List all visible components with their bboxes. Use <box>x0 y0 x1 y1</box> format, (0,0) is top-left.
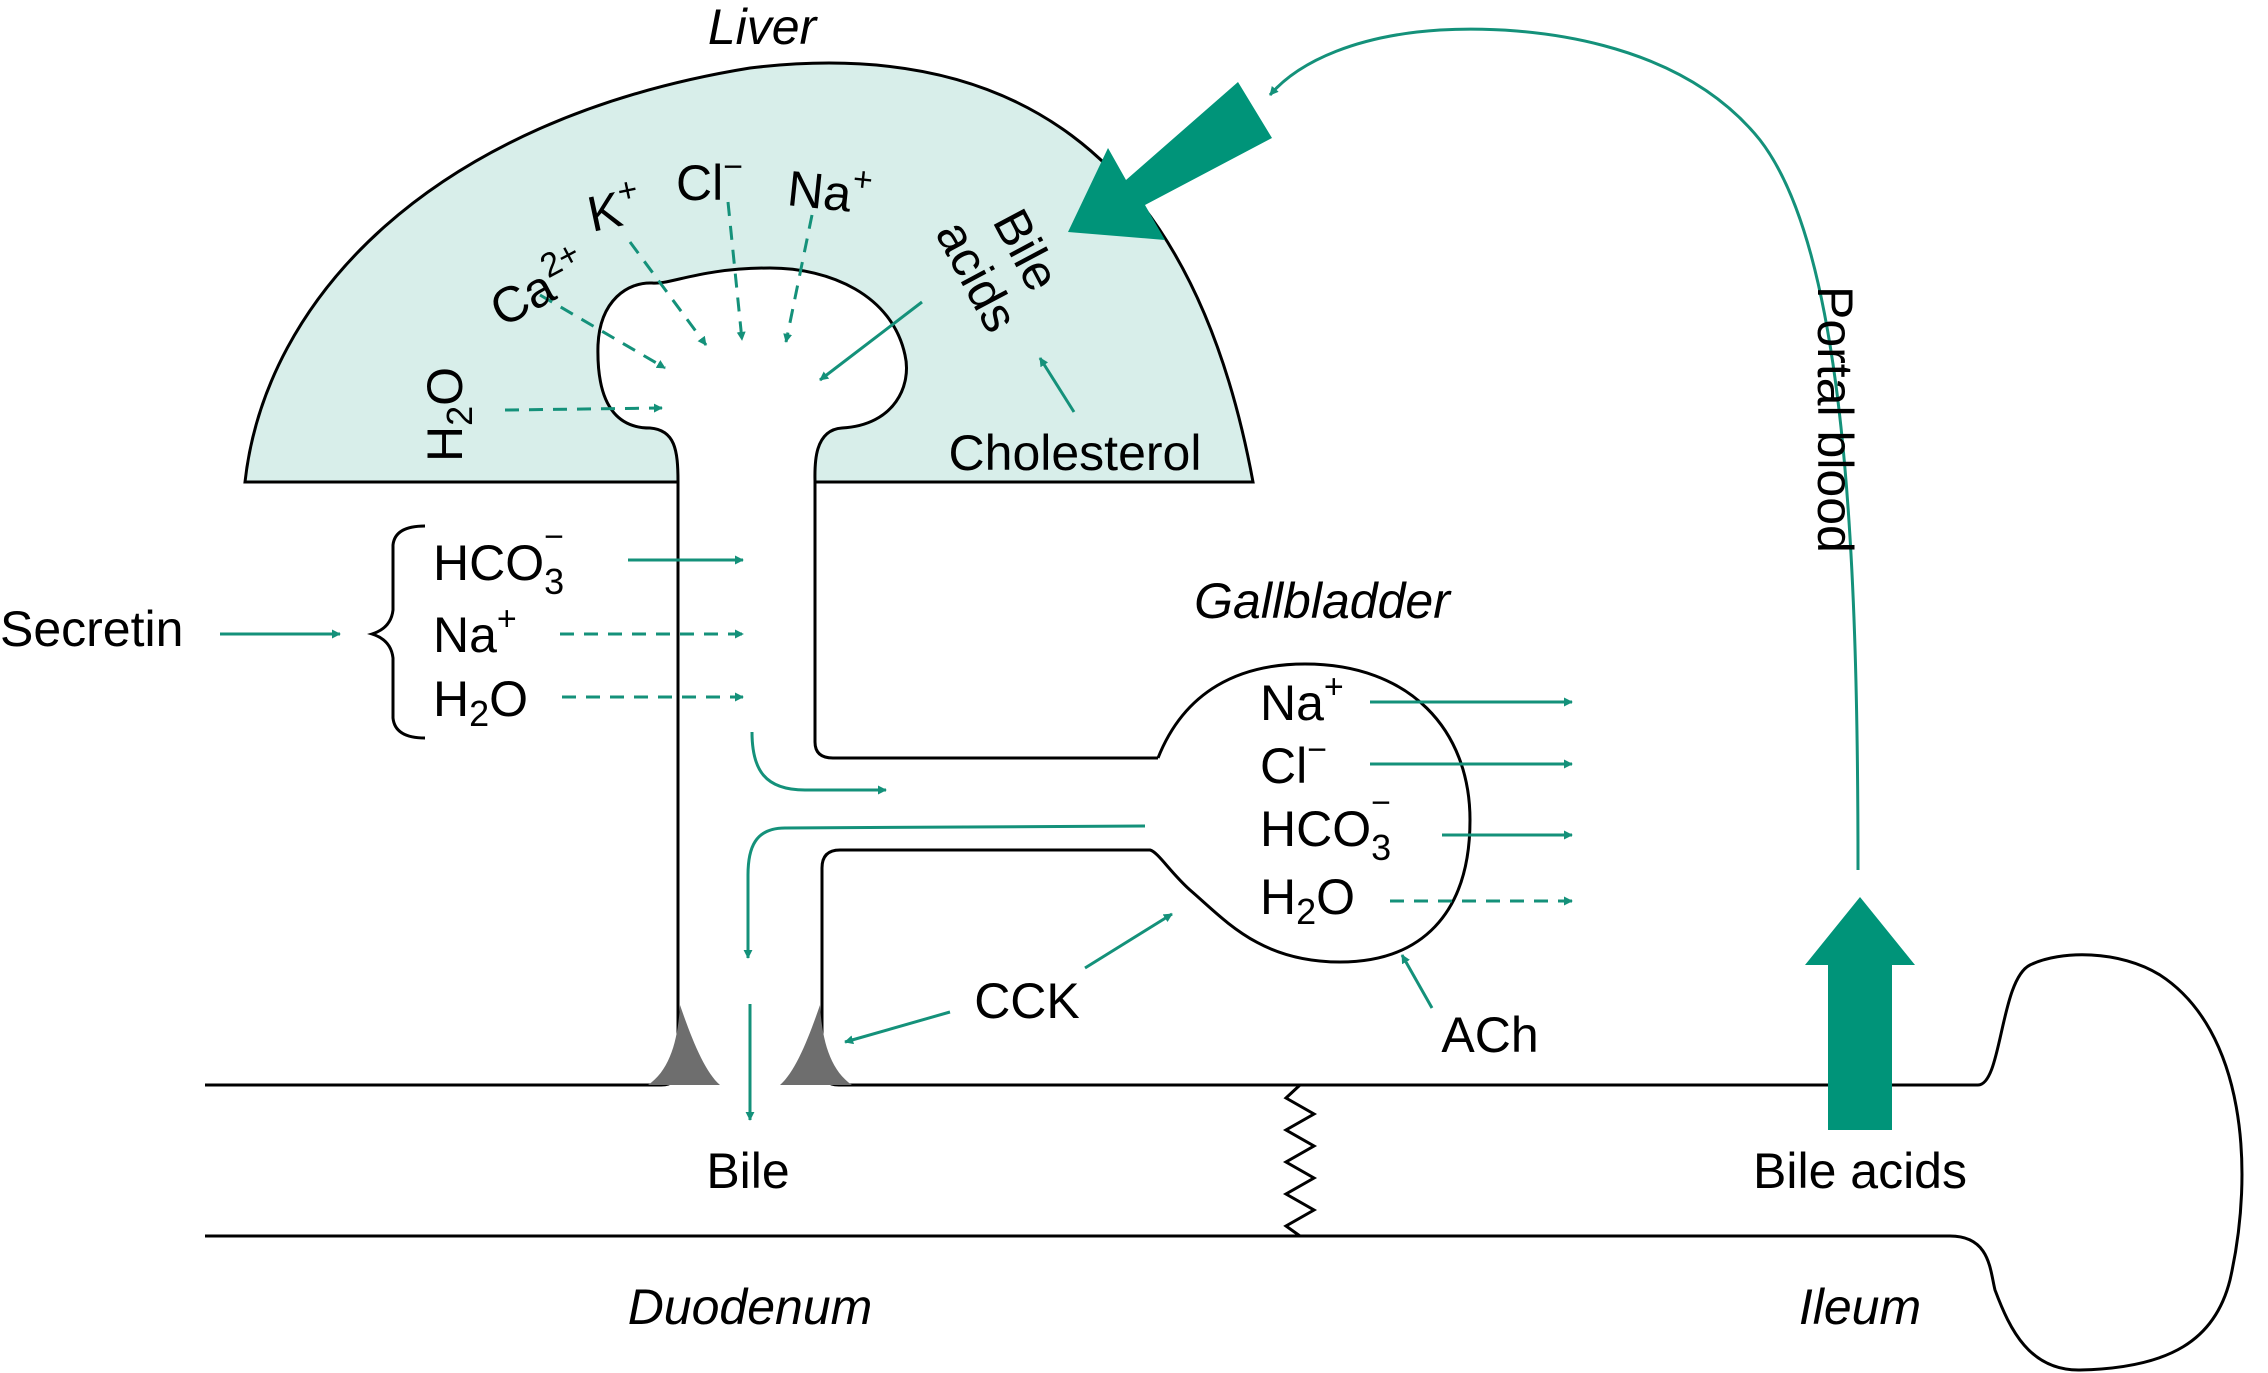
na-duct-label: Na+ <box>433 600 517 663</box>
ach-arrow <box>1400 954 1434 1009</box>
ach-label: ACh <box>1441 1007 1538 1063</box>
duodenum-ileum-divider <box>1282 1083 1318 1238</box>
portal-blood-label: Portal blood <box>1807 286 1863 553</box>
ileum-label: Ileum <box>1799 1279 1921 1335</box>
h2o-liver-base: H <box>417 426 473 462</box>
h2o-liver-arrow <box>504 403 663 413</box>
cl-liver-sup: − <box>723 148 743 186</box>
h2o-duct-end: O <box>489 671 528 727</box>
liver-label: Liver <box>708 0 819 55</box>
h2o-duct-label: H2O <box>433 671 528 734</box>
portal-blood-arrow <box>1268 27 1860 871</box>
duodenum-label: Duodenum <box>628 1279 873 1335</box>
bile-acids-absorption-arrow <box>1805 897 1915 1130</box>
bile-acids-liver-arrow <box>819 300 923 382</box>
na-gallbladder-label: Na+ <box>1260 668 1344 731</box>
h2o-liver-end: O <box>417 367 473 406</box>
h2o-duct-sub: 2 <box>469 693 489 734</box>
na-liver-base: Na <box>785 160 855 222</box>
ca-liver-arrow <box>539 293 666 370</box>
cholesterol-arrow <box>1038 357 1076 413</box>
na-gallbladder-sup: + <box>1324 668 1344 706</box>
h2o-duct-base: H <box>433 671 469 727</box>
bile-acids-ileum-label: Bile acids <box>1753 1143 1967 1199</box>
na-duct-base: Na <box>433 607 497 663</box>
cholesterol-label: Cholesterol <box>949 425 1202 481</box>
sphincter-left <box>648 1005 720 1085</box>
na-liver-label: Na+ <box>785 153 875 224</box>
cl-gallbladder-label: Cl− <box>1260 731 1327 794</box>
h2o-gallbladder-label: H2O <box>1260 869 1355 932</box>
cl-liver-base: Cl <box>676 155 723 211</box>
hco3-duct-base: HCO <box>433 535 544 591</box>
secretin-label: Secretin <box>0 601 183 657</box>
bile-acids-entering-liver-arrow <box>1068 82 1272 240</box>
hco3-duct-label: HCO3 − <box>433 518 564 602</box>
cystic-duct-upper-wall <box>813 482 1158 760</box>
na-gallbladder-base: Na <box>1260 675 1324 731</box>
bile-from-gallbladder-arrow <box>743 824 1146 959</box>
hco3-gallbladder-sub: 3 <box>1371 827 1391 868</box>
hco3-gallbladder-base: HCO <box>1260 801 1371 857</box>
cl-gallbladder-sup: − <box>1307 731 1327 769</box>
sphincter-right <box>780 1005 852 1085</box>
gallbladder-wall <box>205 662 2244 1372</box>
hco3-duct-sup: − <box>544 518 564 556</box>
cck-to-gallbladder-arrow <box>1084 912 1173 970</box>
gallbladder-label: Gallbladder <box>1194 573 1452 629</box>
h2o-gallbladder-end: O <box>1316 869 1355 925</box>
liver-shape <box>243 61 1255 484</box>
na-liver-sup: + <box>851 160 875 200</box>
k-liver-arrow <box>628 241 708 346</box>
h2o-gallbladder-sub: 2 <box>1296 891 1316 932</box>
cck-to-sphincter-arrow <box>844 1010 951 1045</box>
cl-liver-label: Cl− <box>676 148 743 211</box>
cck-label: CCK <box>974 973 1080 1029</box>
hco3-gallbladder-sup: − <box>1371 784 1391 822</box>
h2o-liver-sub: 2 <box>439 406 480 426</box>
hco3-gallbladder-label: HCO3 − <box>1260 784 1391 868</box>
secretin-brace <box>367 524 426 740</box>
na-duct-sup: + <box>497 600 517 638</box>
h2o-gallbladder-base: H <box>1260 869 1296 925</box>
h2o-liver-label: H2O <box>417 367 480 462</box>
bile-to-gallbladder-arrow <box>750 731 887 795</box>
hco3-duct-sub: 3 <box>544 561 564 602</box>
na-liver-arrow <box>783 214 814 343</box>
bile-label: Bile <box>706 1143 789 1199</box>
cl-gallbladder-base: Cl <box>1260 738 1307 794</box>
